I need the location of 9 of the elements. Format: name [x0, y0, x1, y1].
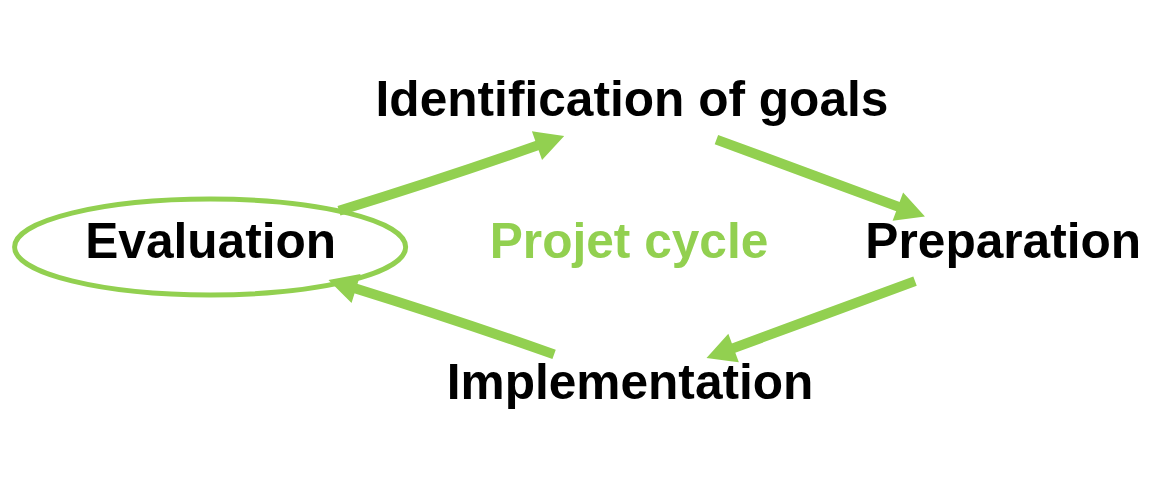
arrow [328, 273, 556, 359]
node-text: Implementation [446, 353, 814, 410]
arrow [337, 130, 565, 215]
arrow [714, 134, 925, 221]
node-ellipse: Evaluation [12, 196, 409, 297]
node-text: Preparation [865, 212, 1142, 269]
arrow [706, 275, 917, 362]
node-text: Identification of goals [375, 70, 889, 127]
label: Projet cycle [489, 212, 769, 269]
